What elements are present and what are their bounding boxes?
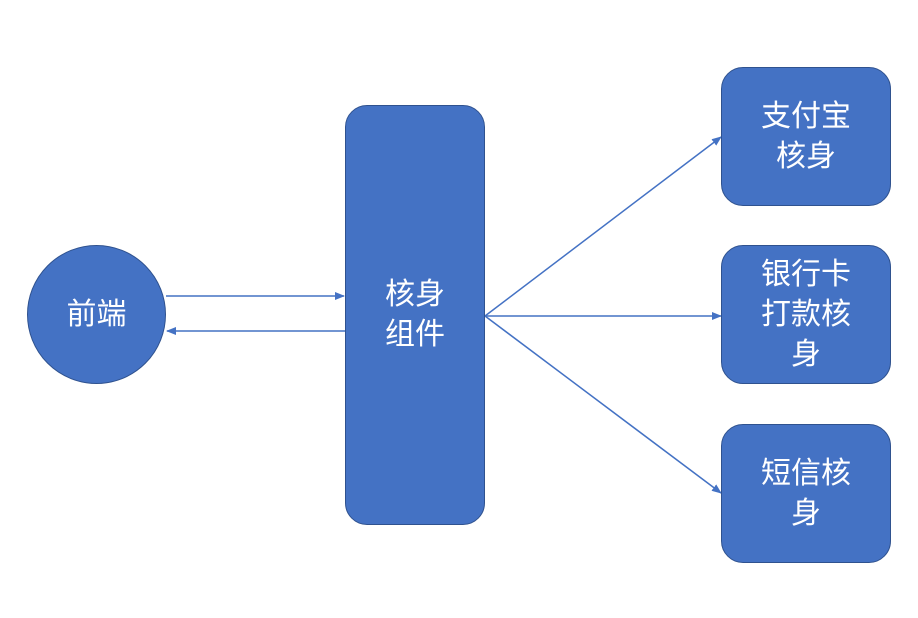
arrow-component-to-alipay [484, 136, 722, 317]
node-sms-verify-label: 短信核 身 [761, 455, 851, 531]
arrow-component-to-sms [484, 315, 722, 494]
node-bank-card-verify-label: 银行卡 打款核 身 [761, 256, 851, 372]
node-verify-component: 核身 组件 [345, 105, 485, 525]
node-sms-verify: 短信核 身 [721, 424, 891, 563]
node-alipay-verify-label: 支付宝 核身 [761, 98, 851, 174]
node-frontend: 前端 [27, 245, 166, 384]
node-verify-component-label: 核身 组件 [385, 277, 445, 352]
node-alipay-verify: 支付宝 核身 [721, 67, 891, 206]
node-bank-card-verify: 银行卡 打款核 身 [721, 245, 891, 384]
node-frontend-label: 前端 [66, 296, 127, 332]
